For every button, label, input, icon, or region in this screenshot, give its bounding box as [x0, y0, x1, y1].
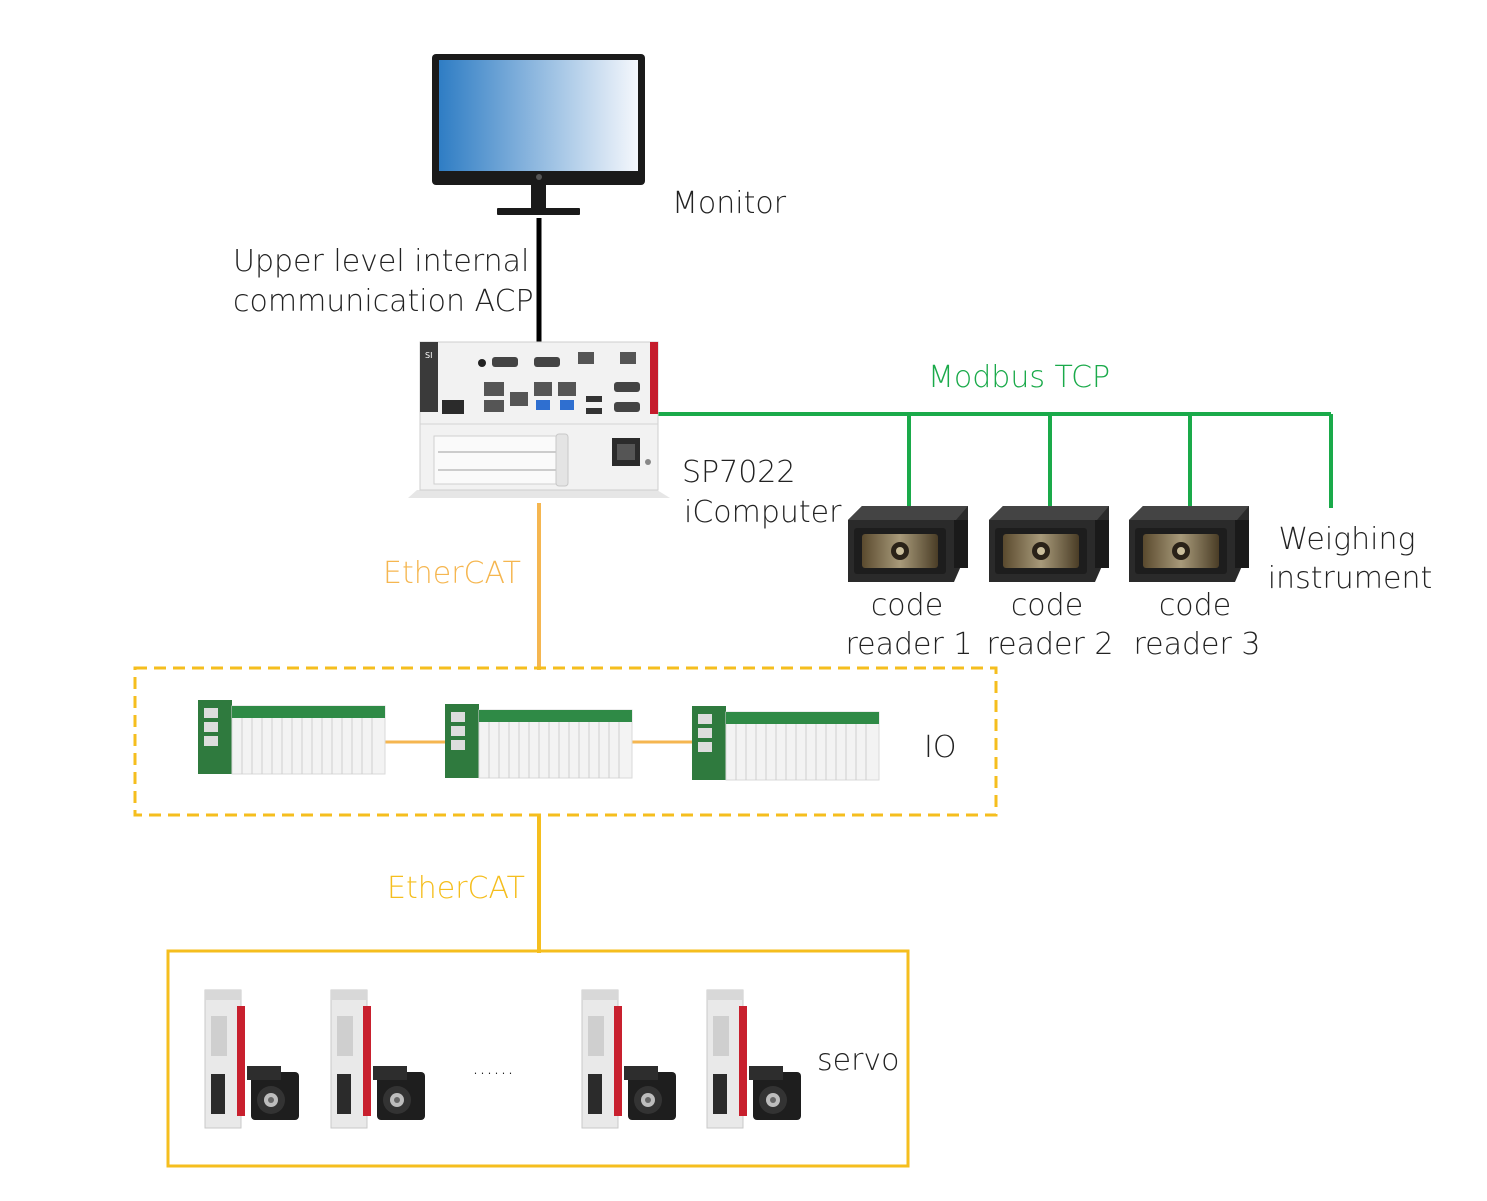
servo-ellipsis: ......: [472, 1055, 514, 1080]
computer-label-line2: iComputer: [684, 495, 842, 530]
servo-drive-motor-icon: [581, 989, 676, 1129]
reader1-label-line1: code: [871, 588, 943, 623]
ethercat-label-2: EtherCAT: [387, 871, 525, 906]
io-module-icon: [692, 706, 880, 781]
code-reader-icon: [989, 506, 1109, 582]
weighing-label-line1: Weighing: [1278, 522, 1415, 557]
computer-label-line1: SP7022: [682, 455, 795, 490]
servo-label: servo: [817, 1043, 900, 1078]
reader1-label-line2: reader 1: [846, 627, 973, 662]
servo-drive-motor-icon: [330, 989, 425, 1129]
reader3-label-line2: reader 3: [1134, 627, 1261, 662]
code-reader-icon: [1129, 506, 1249, 582]
servo-drive-motor-icon: [706, 989, 801, 1129]
monitor-label: Monitor: [672, 186, 787, 221]
reader2-label-line2: reader 2: [987, 627, 1114, 662]
servo-drive-motor-icon: [204, 989, 299, 1129]
weighing-label-line2: instrument: [1268, 561, 1433, 596]
reader2-label-line1: code: [1011, 588, 1083, 623]
servo-group-box: [166, 949, 910, 1168]
industrial-pc-icon: SI: [408, 341, 670, 498]
io-label: IO: [924, 730, 956, 765]
io-group-box: [133, 666, 998, 817]
monitor-icon: [432, 54, 645, 215]
io-module-icon: [198, 700, 386, 775]
acp-label-line2: communication ACP: [233, 284, 534, 319]
reader3-label-line1: code: [1159, 588, 1231, 623]
code-reader-icon: [848, 506, 968, 582]
svg-text:SI: SI: [425, 351, 432, 360]
modbus-label: Modbus TCP: [928, 360, 1110, 395]
io-module-icon: [445, 704, 633, 779]
modbus-bus: [656, 412, 1333, 508]
ethercat-label-1: EtherCAT: [383, 556, 521, 591]
acp-label-line1: Upper level internal: [233, 244, 529, 279]
